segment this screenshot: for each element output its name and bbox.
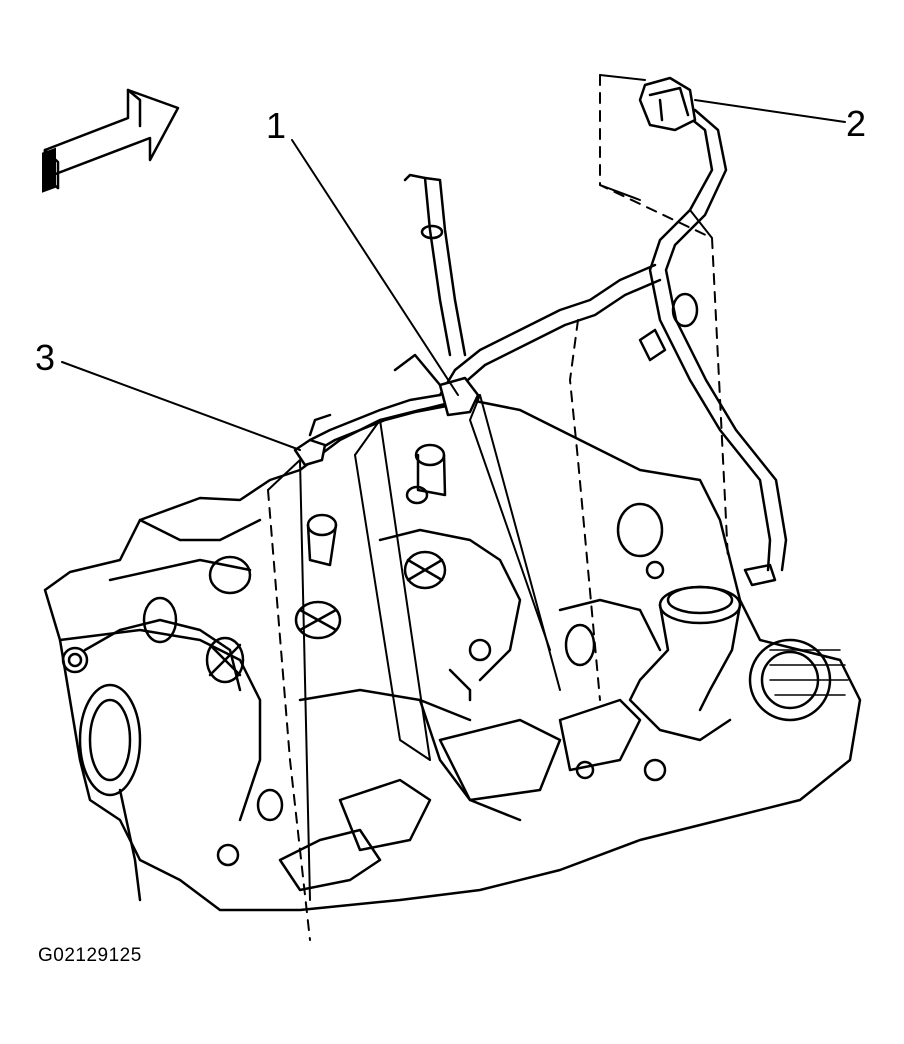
connector-1 bbox=[393, 353, 480, 417]
lower-connectors bbox=[216, 698, 667, 892]
callout-label-2: 2 bbox=[846, 103, 867, 144]
right-pulley bbox=[748, 638, 849, 722]
front-arrow-icon bbox=[42, 88, 180, 193]
connector-2 bbox=[638, 76, 697, 132]
intake-manifold bbox=[256, 443, 596, 822]
sensor-right bbox=[638, 292, 777, 587]
leader-dash-lines bbox=[267, 74, 729, 941]
wiring-harness bbox=[308, 108, 788, 572]
callout-leaders bbox=[61, 99, 846, 451]
component-panels bbox=[267, 74, 713, 901]
engine-block bbox=[43, 398, 862, 912]
left-components bbox=[61, 555, 252, 692]
connector-3 bbox=[293, 413, 332, 467]
coolant-tube bbox=[403, 173, 467, 357]
left-pulley bbox=[78, 683, 142, 902]
callout-label-3: 3 bbox=[35, 337, 56, 378]
figure-id: G02129125 bbox=[38, 945, 142, 966]
oil-fill-cap bbox=[616, 502, 742, 742]
callout-label-1: 1 bbox=[266, 105, 287, 146]
